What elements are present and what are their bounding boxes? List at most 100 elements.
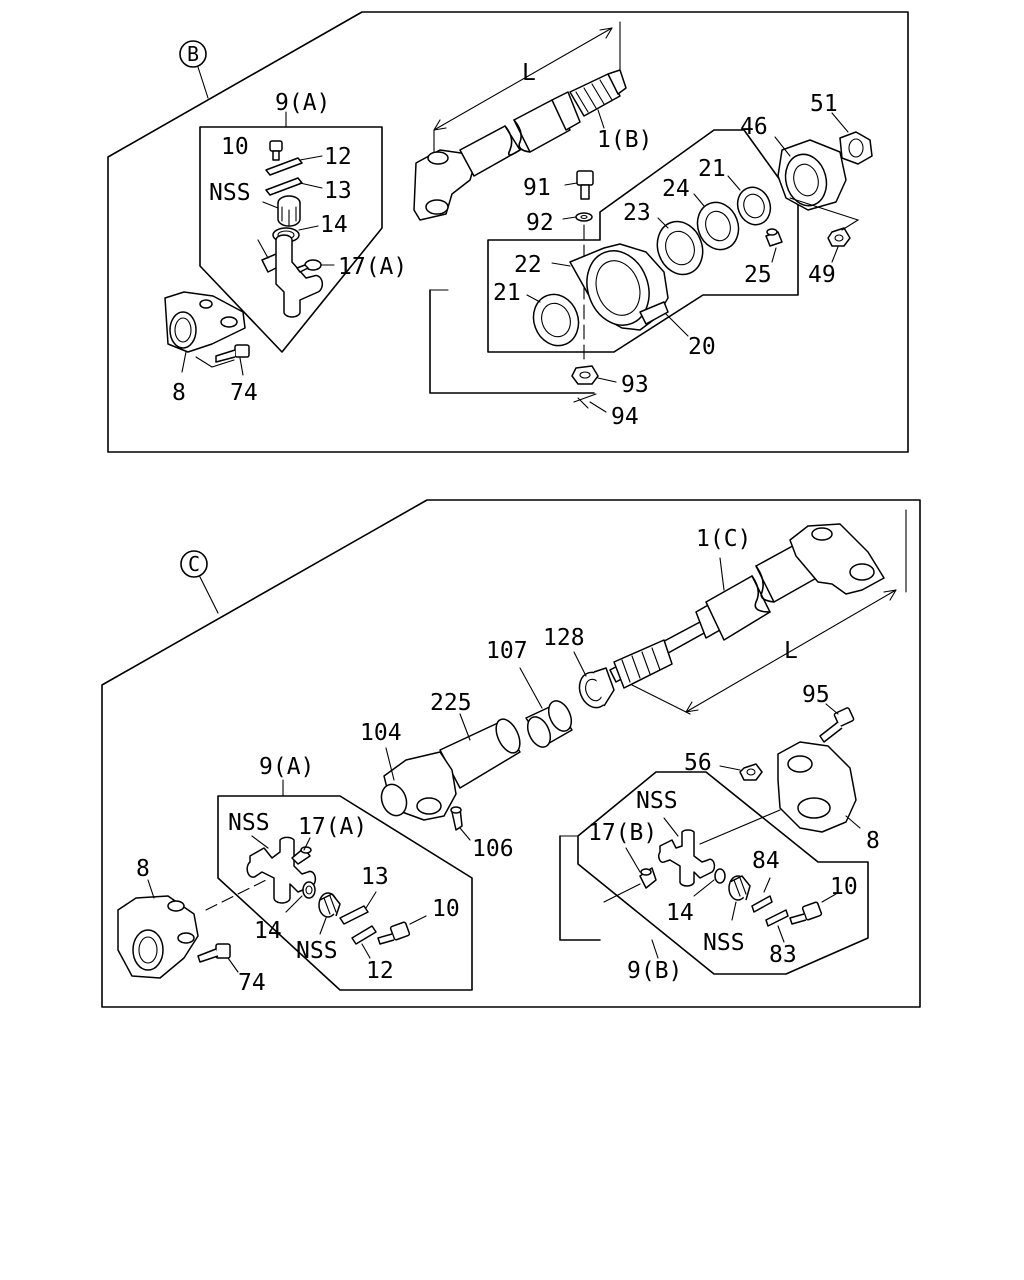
kit-9a-outline-c	[217, 795, 473, 991]
center-bearing-housing-22	[551, 243, 669, 331]
section-b-marker-letter: B	[187, 42, 199, 66]
sleeve-yoke-225	[380, 713, 521, 821]
label-1b: 1(B)	[597, 127, 652, 153]
label-nss-b: NSS	[209, 180, 251, 206]
slinger-24	[693, 193, 740, 251]
plate-84	[751, 877, 773, 913]
label-l-c: L	[784, 638, 798, 664]
label-14-c-left: 14	[254, 918, 282, 944]
label-17b: 17(B)	[588, 820, 657, 846]
label-225: 225	[430, 690, 472, 716]
label-83: 83	[769, 942, 797, 968]
cotter-pin-94	[573, 393, 607, 413]
label-12-b: 12	[324, 144, 352, 170]
bolt-91	[564, 170, 594, 200]
label-95: 95	[802, 682, 830, 708]
label-46: 46	[740, 114, 768, 140]
washer-plate-13-b	[265, 177, 323, 196]
ring-128	[573, 651, 615, 709]
label-24: 24	[662, 176, 690, 202]
label-93: 93	[621, 372, 649, 398]
kit-9a-outline-b	[199, 126, 383, 353]
plate-13-c	[339, 891, 377, 925]
label-nss-c-1: NSS	[228, 810, 270, 836]
seal-14-c-left	[285, 881, 316, 913]
section-b-marker: B	[179, 40, 209, 99]
nut-49	[789, 197, 860, 263]
label-9a-b: 9(A)	[275, 90, 330, 116]
label-128: 128	[543, 625, 585, 651]
label-74-b: 74	[230, 380, 258, 406]
sleeve-107	[519, 667, 573, 748]
section-b-frame	[107, 11, 909, 453]
section-c-marker: C	[180, 550, 219, 614]
universal-joint-cross-c-right	[658, 809, 781, 887]
nut-56	[719, 763, 763, 781]
section-c: C	[101, 499, 921, 1008]
nut-93	[571, 365, 617, 385]
lock-plate-12-c	[351, 925, 377, 959]
label-20: 20	[688, 334, 716, 360]
grease-fitting-17a-c	[291, 837, 312, 865]
kit-9b-outline	[577, 771, 869, 975]
universal-joint-cross-c-left	[205, 835, 317, 911]
flange-yoke-8-c-right	[777, 741, 861, 833]
bolt-10-b	[269, 140, 283, 161]
length-dimension-c	[629, 509, 907, 715]
washer-92	[562, 212, 593, 222]
label-49: 49	[808, 262, 836, 288]
length-dimension-b	[433, 21, 621, 156]
label-10-b: 10	[221, 134, 249, 160]
label-13-b: 13	[324, 178, 352, 204]
label-10-c-left: 10	[432, 896, 460, 922]
label-84: 84	[752, 848, 780, 874]
universal-joint-cross-b	[257, 234, 324, 318]
plate-83	[765, 909, 789, 943]
bearing-23	[656, 217, 704, 276]
propeller-shaft-1b	[413, 69, 627, 221]
label-91: 91	[523, 175, 551, 201]
label-13-c: 13	[361, 864, 389, 890]
section-b: B	[107, 11, 909, 453]
bolt-74-c	[197, 943, 239, 973]
grease-fitting-25	[765, 228, 783, 263]
label-9b: 9(B)	[627, 958, 682, 984]
label-12-c: 12	[366, 958, 394, 984]
label-74-c: 74	[238, 970, 266, 996]
grease-fitting-106	[450, 806, 471, 841]
label-21-right: 21	[698, 156, 726, 182]
label-10-c-right: 10	[830, 874, 858, 900]
seal-14-c-right	[693, 868, 726, 897]
flange-yoke-8-b	[164, 291, 246, 373]
label-94: 94	[611, 404, 639, 430]
grease-fitting-17b	[603, 847, 657, 903]
bearing-cup-nss-c-left	[318, 892, 341, 935]
label-14-b: 14	[320, 212, 348, 238]
bearing-cup-nss-c-right	[728, 875, 751, 921]
bolt-74-b	[215, 344, 250, 376]
section-c-frame	[101, 499, 921, 1008]
label-107: 107	[486, 638, 528, 664]
seal-21-left	[526, 293, 580, 347]
seal-21-right	[727, 175, 772, 226]
propeller-shaft-1c	[609, 523, 885, 689]
section-c-marker-letter: C	[188, 552, 200, 576]
label-106: 106	[472, 836, 514, 862]
label-9a-c: 9(A)	[259, 754, 314, 780]
lock-plate-12-b	[265, 155, 323, 176]
label-51: 51	[810, 91, 838, 117]
companion-flange-46	[774, 136, 847, 211]
label-nss-c-3: NSS	[296, 938, 338, 964]
label-104: 104	[360, 720, 402, 746]
label-1c: 1(C)	[696, 526, 751, 552]
flange-yoke-8-c-left	[117, 879, 199, 979]
label-23: 23	[623, 200, 651, 226]
label-92: 92	[526, 210, 554, 236]
label-17a-c: 17(A)	[298, 814, 367, 840]
label-8-c-right: 8	[866, 828, 880, 854]
label-17a-b: 17(A)	[338, 254, 407, 280]
label-nss-c-2: NSS	[636, 788, 678, 814]
nut-51	[831, 112, 873, 165]
label-56: 56	[684, 750, 712, 776]
